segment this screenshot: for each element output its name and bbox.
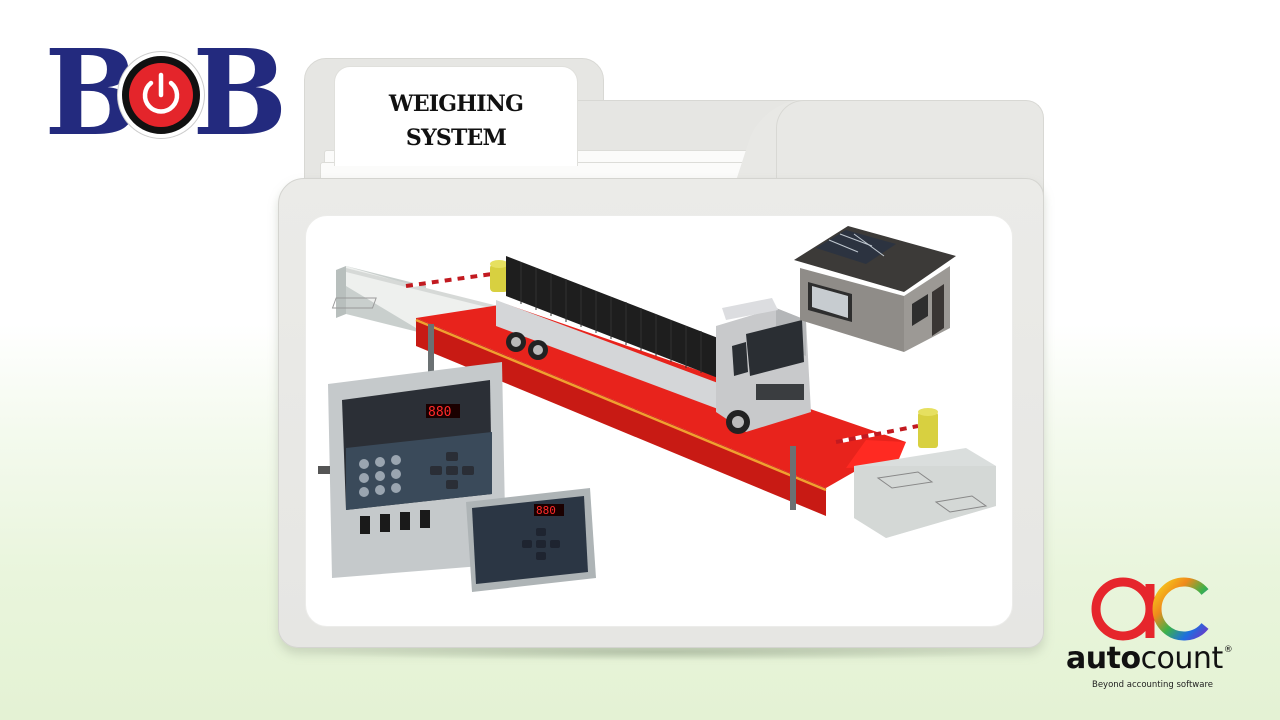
- autocount-ac-mark-icon: [1091, 577, 1209, 641]
- weighing-indicator-small: 880: [466, 488, 596, 592]
- left-boom-barrier: [405, 260, 508, 292]
- autocount-tagline: Beyond accounting software: [1092, 680, 1213, 690]
- folder-front: 880: [278, 178, 1044, 648]
- bob-logo-ring: [118, 52, 204, 138]
- folder-title-line1: WEIGHING: [388, 91, 524, 117]
- autocount-logo: autocount® Beyond accounting software: [1062, 576, 1252, 696]
- truck-trailer: [496, 256, 726, 412]
- weighbridge-image: 880: [305, 215, 1013, 627]
- truck-cab: [716, 298, 811, 434]
- bob-logo-disc: [129, 63, 193, 127]
- weighbridge-scene: 880: [306, 216, 1012, 626]
- power-icon: [142, 72, 180, 114]
- right-boom-barrier: [835, 408, 938, 448]
- guard-house: [794, 226, 956, 352]
- right-post: [790, 446, 796, 510]
- folder-title-line2: SYSTEM: [405, 125, 507, 151]
- folder-tab-label: WEIGHING SYSTEM: [334, 66, 578, 166]
- right-ramp: [854, 448, 996, 538]
- bob-logo: B B: [42, 34, 287, 152]
- weighing-indicator-large: 880: [318, 362, 506, 578]
- folder-title: WEIGHING SYSTEM: [335, 87, 577, 155]
- bob-logo-letter: B: [192, 23, 288, 162]
- indicator-small-display: 880: [536, 504, 556, 517]
- autocount-wordmark: autocount®: [1066, 641, 1233, 676]
- left-post: [428, 324, 434, 376]
- indicator-large-display: 880: [428, 405, 451, 420]
- folder-graphic: WEIGHING SYSTEM: [276, 58, 1046, 661]
